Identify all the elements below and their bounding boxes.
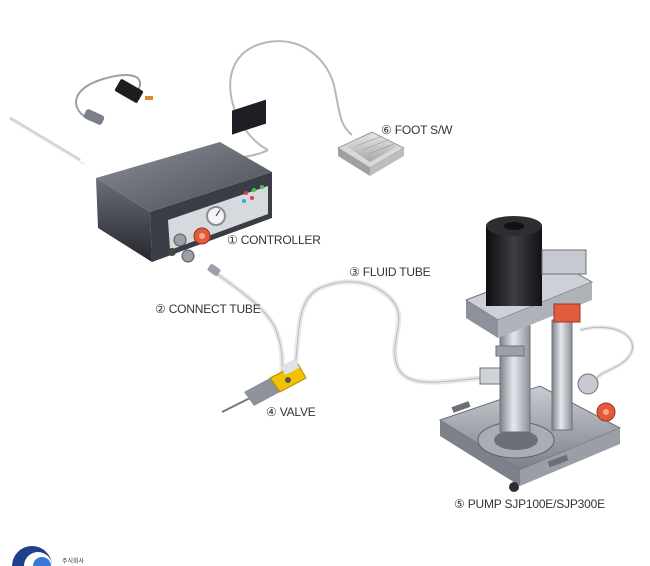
- foot-switch: [336, 131, 406, 176]
- pump-label: ⑤ PUMP SJP100E/SJP300E: [454, 497, 605, 511]
- pump-adjust-knob: [553, 303, 581, 323]
- controller-display: [232, 99, 266, 135]
- pump-unit: [438, 216, 622, 492]
- output-port: [181, 249, 195, 263]
- valve: [221, 358, 307, 413]
- foot-switch-label: ⑥ FOOT S/W: [381, 123, 453, 137]
- foot-switch-cable: [229, 40, 353, 151]
- controller-unit: [96, 99, 272, 263]
- controller-label: ① CONTROLLER: [227, 233, 321, 247]
- company-logo: [12, 546, 52, 566]
- pump-cylinder: [499, 319, 531, 433]
- cable-connector: [83, 109, 105, 125]
- fluid-tube: [291, 279, 635, 385]
- spare-tube: [9, 116, 85, 165]
- pump-motor: [486, 226, 542, 306]
- power-cable: [75, 74, 153, 125]
- valve-label: ④ VALVE: [266, 405, 316, 419]
- power-plug: [114, 79, 144, 103]
- connect-tube: [207, 264, 285, 373]
- fluid-tube-label: ③ FLUID TUBE: [349, 265, 431, 279]
- pump-gauge: [577, 373, 599, 395]
- connect-tube-label: ② CONNECT TUBE: [155, 302, 261, 316]
- logo-text: 주식회사: [62, 559, 85, 565]
